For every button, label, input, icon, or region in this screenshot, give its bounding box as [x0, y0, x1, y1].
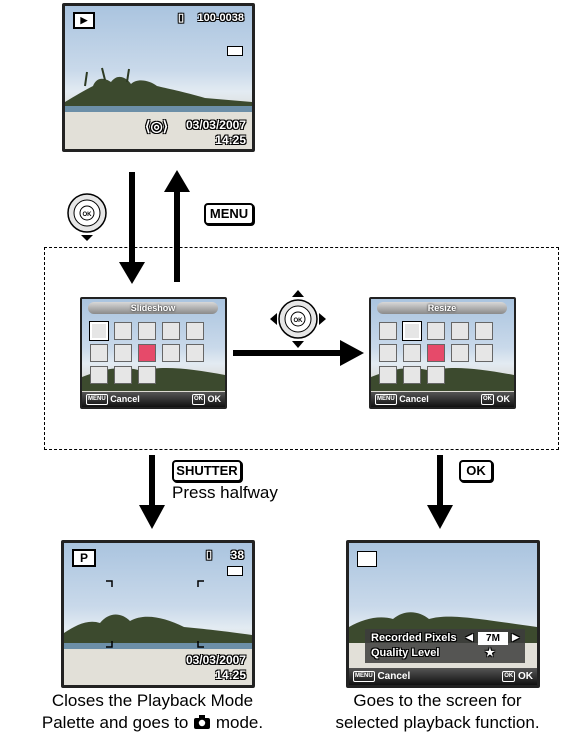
quality-level-value[interactable]: ★: [485, 646, 495, 659]
resize-screen: Recorded Pixels ◀ 7M ▶ Quality Level ★ M…: [346, 540, 540, 688]
frame-tile[interactable]: [114, 344, 132, 362]
resize-bottom-bar: MENU Cancel OK OK: [349, 668, 537, 685]
dpof-tile[interactable]: [403, 366, 421, 384]
protect-tile[interactable]: [90, 366, 108, 384]
battery-icon: [227, 566, 243, 576]
time: 14:25: [215, 133, 246, 147]
ok-badge: OK: [502, 671, 515, 682]
program-mode-icon: P: [72, 549, 96, 567]
four-way-controller-icon: OK: [66, 192, 110, 242]
memory-icon: ▯: [206, 548, 212, 561]
favorite-tile[interactable]: [138, 344, 156, 362]
playback-screen: ▶ 100-0038 ▯ ⟨◎⟩ 03/03/2007 14:25: [62, 3, 255, 152]
arrow-up-head: [164, 170, 190, 192]
palette-bottom-bar: MENU Cancel OK OK: [82, 392, 225, 407]
cancel-label: Cancel: [110, 394, 140, 404]
svg-text:OK: OK: [83, 212, 93, 218]
protect-tile[interactable]: [379, 366, 397, 384]
shutter-arrow-shaft: [149, 455, 155, 507]
recorded-pixels-label: Recorded Pixels: [371, 632, 457, 644]
shutter-arrow-head: [139, 505, 165, 529]
ok-label: OK: [497, 394, 511, 404]
voice-memo-tile[interactable]: [475, 344, 493, 362]
palette-screen-resize: Resize MENU Cancel OK OK: [369, 297, 516, 409]
palette-title: Resize: [377, 302, 507, 314]
pixels-right-arrow[interactable]: ▶: [512, 632, 519, 643]
slideshow-tile[interactable]: [90, 322, 108, 340]
left-caption-line1: Closes the Playback Mode: [0, 690, 305, 712]
resize-tile[interactable]: [403, 322, 421, 340]
date: 03/03/2007: [186, 118, 246, 132]
shutter-key: SHUTTER: [172, 460, 242, 482]
filter-tile[interactable]: [90, 344, 108, 362]
red-eye-tile[interactable]: [162, 344, 180, 362]
filter-tile[interactable]: [379, 344, 397, 362]
right-caption-line1: Goes to the screen for: [300, 690, 575, 712]
ok-badge: OK: [192, 394, 205, 405]
palette-screen-slideshow: Slideshow MENU Cancel OK OK: [80, 297, 227, 409]
shots-remaining: 38: [231, 548, 244, 562]
favorite-tile[interactable]: [427, 344, 445, 362]
resize-tile[interactable]: [114, 322, 132, 340]
start-screen-tile[interactable]: [138, 366, 156, 384]
menu-key: MENU: [204, 203, 254, 225]
menu-badge: MENU: [353, 671, 375, 682]
rotate-tile[interactable]: [186, 322, 204, 340]
voice-memo-tile[interactable]: [186, 344, 204, 362]
rotate-tile[interactable]: [475, 322, 493, 340]
capture-screen: P ▯ 38 03/03/2007 14:25: [61, 540, 255, 688]
arrow-right-shaft: [233, 350, 343, 356]
right-caption-line2: selected playback function.: [300, 712, 575, 734]
ok-arrow-shaft: [437, 455, 443, 507]
four-way-icon: ⟨◎⟩: [145, 118, 168, 135]
left-caption-line2: Palette and goes to: [42, 713, 189, 732]
image-copy-tile[interactable]: [451, 322, 469, 340]
ok-label: OK: [208, 394, 222, 404]
cancel-label: Cancel: [377, 671, 410, 682]
left-caption: Closes the Playback Mode Palette and goe…: [0, 690, 305, 734]
four-way-all-directions-icon: OK: [270, 290, 326, 348]
playback-mode-icon: ▶: [73, 12, 95, 29]
shutter-instruction: Press halfway: [172, 483, 278, 503]
camera-icon: [193, 715, 211, 729]
cropping-tile[interactable]: [427, 322, 445, 340]
protect-icon: ▯: [178, 11, 184, 24]
time: 14:25: [215, 668, 246, 682]
ok-label: OK: [518, 671, 533, 682]
quality-level-label: Quality Level: [371, 647, 439, 659]
cancel-label: Cancel: [399, 394, 429, 404]
right-caption: Goes to the screen for selected playback…: [300, 690, 575, 734]
ok-badge: OK: [481, 394, 494, 405]
battery-icon: [227, 46, 243, 56]
ok-arrow-head: [427, 505, 453, 529]
file-number: 100-0038: [198, 12, 245, 24]
pixels-left-arrow[interactable]: ◀: [466, 632, 473, 643]
arrow-right-head: [340, 340, 364, 366]
palette-bottom-bar: MENU Cancel OK OK: [371, 392, 514, 407]
resize-icon: [357, 551, 377, 567]
image-copy-tile[interactable]: [162, 322, 180, 340]
recorded-pixels-value[interactable]: 7M: [478, 632, 508, 645]
menu-badge: MENU: [375, 394, 397, 405]
palette-title: Slideshow: [88, 302, 218, 314]
start-screen-tile[interactable]: [427, 366, 445, 384]
cropping-tile[interactable]: [138, 322, 156, 340]
left-caption-line3: mode.: [216, 713, 263, 732]
frame-tile[interactable]: [403, 344, 421, 362]
red-eye-tile[interactable]: [451, 344, 469, 362]
menu-badge: MENU: [86, 394, 108, 405]
date: 03/03/2007: [186, 653, 246, 667]
dpof-tile[interactable]: [114, 366, 132, 384]
svg-text:OK: OK: [294, 318, 304, 324]
slideshow-tile[interactable]: [379, 322, 397, 340]
ok-key: OK: [459, 460, 493, 482]
